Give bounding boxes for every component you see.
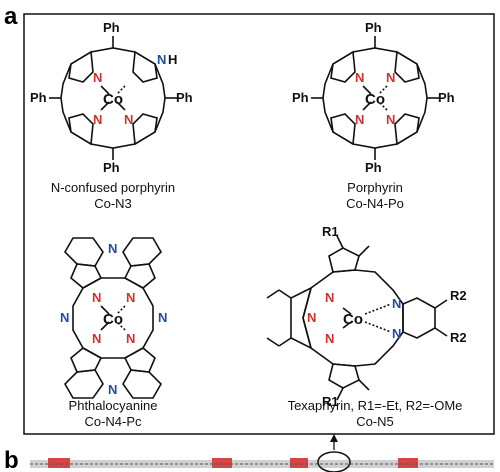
phenyl-bottom-1: Ph — [103, 160, 120, 175]
atom-n-meso-right: N — [158, 310, 167, 325]
phenyl-left-2: Ph — [292, 90, 309, 105]
atom-n-1: N — [93, 70, 102, 85]
atom-n-4: N — [355, 70, 364, 85]
caption-code-3: Co-N4-Pc — [84, 414, 142, 429]
phenyl-bottom-2: Ph — [365, 160, 382, 175]
atom-co-2: Co — [365, 91, 385, 108]
substituent-r1-bottom: R1 — [322, 394, 339, 409]
atom-n-meso-top: N — [108, 241, 117, 256]
panel-a-frame — [23, 13, 495, 435]
atom-n-8: N — [92, 290, 101, 305]
atom-n-11: N — [126, 331, 135, 346]
atom-n-confused: N — [157, 52, 166, 67]
atom-n-16: N — [392, 326, 401, 341]
molecule-texaphyrin — [266, 235, 448, 401]
caption-code-2: Co-N4-Po — [346, 196, 404, 211]
atom-n-9: N — [126, 290, 135, 305]
atom-co-1: Co — [103, 91, 123, 108]
phenyl-top-1: Ph — [103, 20, 120, 35]
atom-co-3: Co — [103, 311, 123, 328]
phenyl-left-1: Ph — [30, 90, 47, 105]
substituent-r2-top: R2 — [450, 288, 467, 303]
atom-n-5: N — [386, 70, 395, 85]
phenyl-right-1: Ph — [176, 90, 193, 105]
atom-n-2: N — [93, 112, 102, 127]
caption-name-1: N-confused porphyrin — [51, 180, 175, 195]
atom-n-10: N — [92, 331, 101, 346]
substituent-r2-bottom: R2 — [450, 330, 467, 345]
molecule-phthalocyanine — [64, 237, 162, 399]
phenyl-right-2: Ph — [438, 90, 455, 105]
atom-co-4: Co — [343, 311, 363, 328]
molecule-n-confused-porphyrin — [49, 36, 177, 160]
panel-label-b: b — [4, 447, 19, 472]
molecule-porphyrin — [311, 36, 439, 160]
panel-b-structure-strip — [30, 434, 494, 472]
caption-code-4: Co-N5 — [356, 414, 394, 429]
atom-n-3: N — [124, 112, 133, 127]
atom-n-meso-bottom: N — [108, 382, 117, 397]
atom-n-13: N — [325, 331, 334, 346]
caption-name-4: Texaphyrin, R1=-Et, R2=-OMe — [288, 398, 463, 413]
panel-label-a: a — [4, 3, 18, 30]
atom-n-12: N — [325, 290, 334, 305]
atom-n-6: N — [355, 112, 364, 127]
atom-n-meso-left: N — [60, 310, 69, 325]
atom-n-7: N — [386, 112, 395, 127]
phenyl-top-2: Ph — [365, 20, 382, 35]
atom-n-14: N — [307, 310, 316, 325]
caption-name-2: Porphyrin — [347, 180, 403, 195]
caption-code-1: Co-N3 — [94, 196, 132, 211]
atom-n-15: N — [392, 296, 401, 311]
caption-name-3: Phthalocyanine — [69, 398, 158, 413]
atom-h: H — [168, 52, 177, 67]
substituent-r1-top: R1 — [322, 224, 339, 239]
